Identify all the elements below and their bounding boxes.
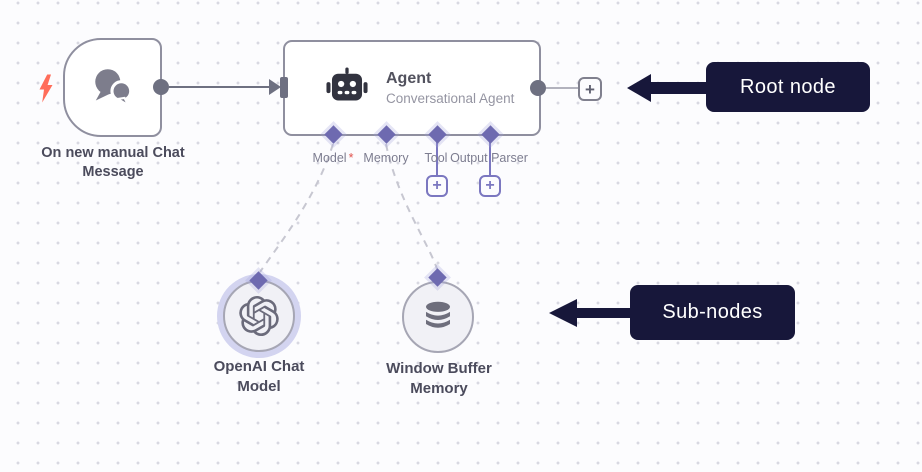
port-label-tool: Tool <box>424 151 448 165</box>
agent-node[interactable]: Agent Conversational Agent <box>283 40 541 136</box>
lightning-bolt-icon <box>39 74 53 103</box>
required-asterisk: * <box>348 151 354 165</box>
robot-icon <box>325 66 369 110</box>
sub-nodes-arrow-icon <box>549 299 631 327</box>
agent-input-endpoint[interactable] <box>280 77 288 98</box>
add-tool-button[interactable]: + <box>426 175 448 197</box>
sub-nodes-annotation-label: Sub-nodes <box>662 301 763 323</box>
agent-output-endpoint[interactable] <box>530 80 546 96</box>
database-icon <box>420 299 456 335</box>
openai-chat-model-node[interactable] <box>223 280 295 352</box>
sub-nodes-annotation: Sub-nodes <box>630 285 795 340</box>
root-node-arrow-icon <box>627 74 707 102</box>
openai-icon <box>239 296 279 336</box>
trigger-output-endpoint[interactable] <box>153 79 169 95</box>
port-label-output-parser: Output Parser <box>450 151 528 165</box>
openai-node-label: OpenAI Chat Model <box>213 358 305 395</box>
port-label-model-text: Model <box>312 151 347 165</box>
root-node-annotation-label: Root node <box>740 75 836 98</box>
agent-node-text: Agent Conversational Agent <box>386 70 514 106</box>
agent-node-subtitle: Conversational Agent <box>386 91 515 106</box>
port-label-model: Model* <box>313 151 354 165</box>
add-output-parser-button[interactable]: + <box>479 175 501 197</box>
memory-node-label: Window Buffer Memory <box>386 360 492 397</box>
trigger-node[interactable] <box>63 38 162 137</box>
trigger-node-label: On new manual Chat Message <box>41 145 185 181</box>
chat-bubbles-icon <box>89 67 137 109</box>
root-node-annotation: Root node <box>706 62 870 112</box>
add-node-button[interactable]: + <box>578 77 602 101</box>
window-buffer-memory-node[interactable] <box>402 281 474 353</box>
agent-node-title: Agent <box>386 70 432 87</box>
port-label-memory: Memory <box>363 151 409 165</box>
